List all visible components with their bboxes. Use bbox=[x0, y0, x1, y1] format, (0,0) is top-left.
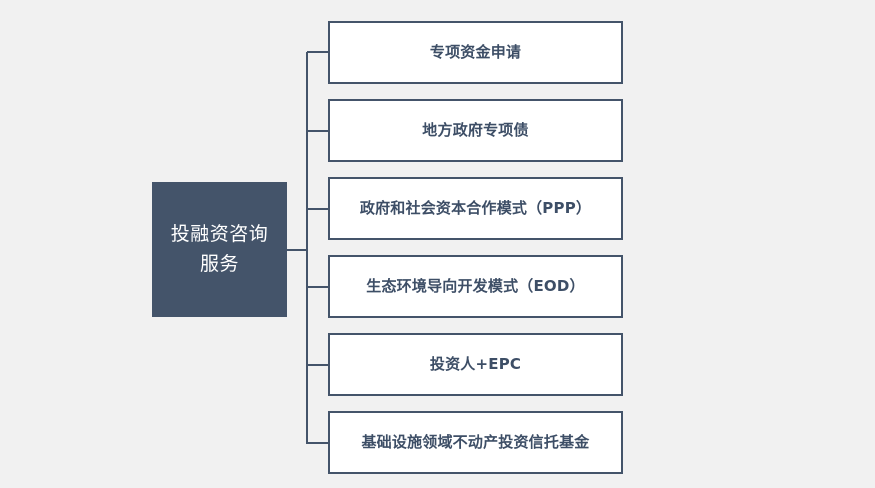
node-infrastructure-reits[interactable]: 基础设施领域不动产投资信托基金 bbox=[328, 411, 623, 474]
node-eod[interactable]: 生态环境导向开发模式（EOD） bbox=[328, 255, 623, 318]
node-label: 地方政府专项债 bbox=[422, 120, 529, 139]
node-investor-plus-epc[interactable]: 投资人+EPC bbox=[328, 333, 623, 396]
node-label: 投资人+EPC bbox=[429, 354, 522, 373]
root-node-label: 投融资咨询 服务 bbox=[170, 223, 269, 275]
node-label: 基础设施领域不动产投资信托基金 bbox=[361, 432, 590, 451]
node-label: 政府和社会资本合作模式（PPP） bbox=[359, 198, 592, 217]
root-node-investment-financing-consulting[interactable]: 投融资咨询 服务 bbox=[152, 182, 287, 317]
node-ppp[interactable]: 政府和社会资本合作模式（PPP） bbox=[328, 177, 623, 240]
node-label: 生态环境导向开发模式（EOD） bbox=[366, 276, 585, 295]
node-label: 专项资金申请 bbox=[429, 42, 522, 61]
node-local-government-special-bond[interactable]: 地方政府专项债 bbox=[328, 99, 623, 162]
node-special-fund-application[interactable]: 专项资金申请 bbox=[328, 21, 623, 84]
